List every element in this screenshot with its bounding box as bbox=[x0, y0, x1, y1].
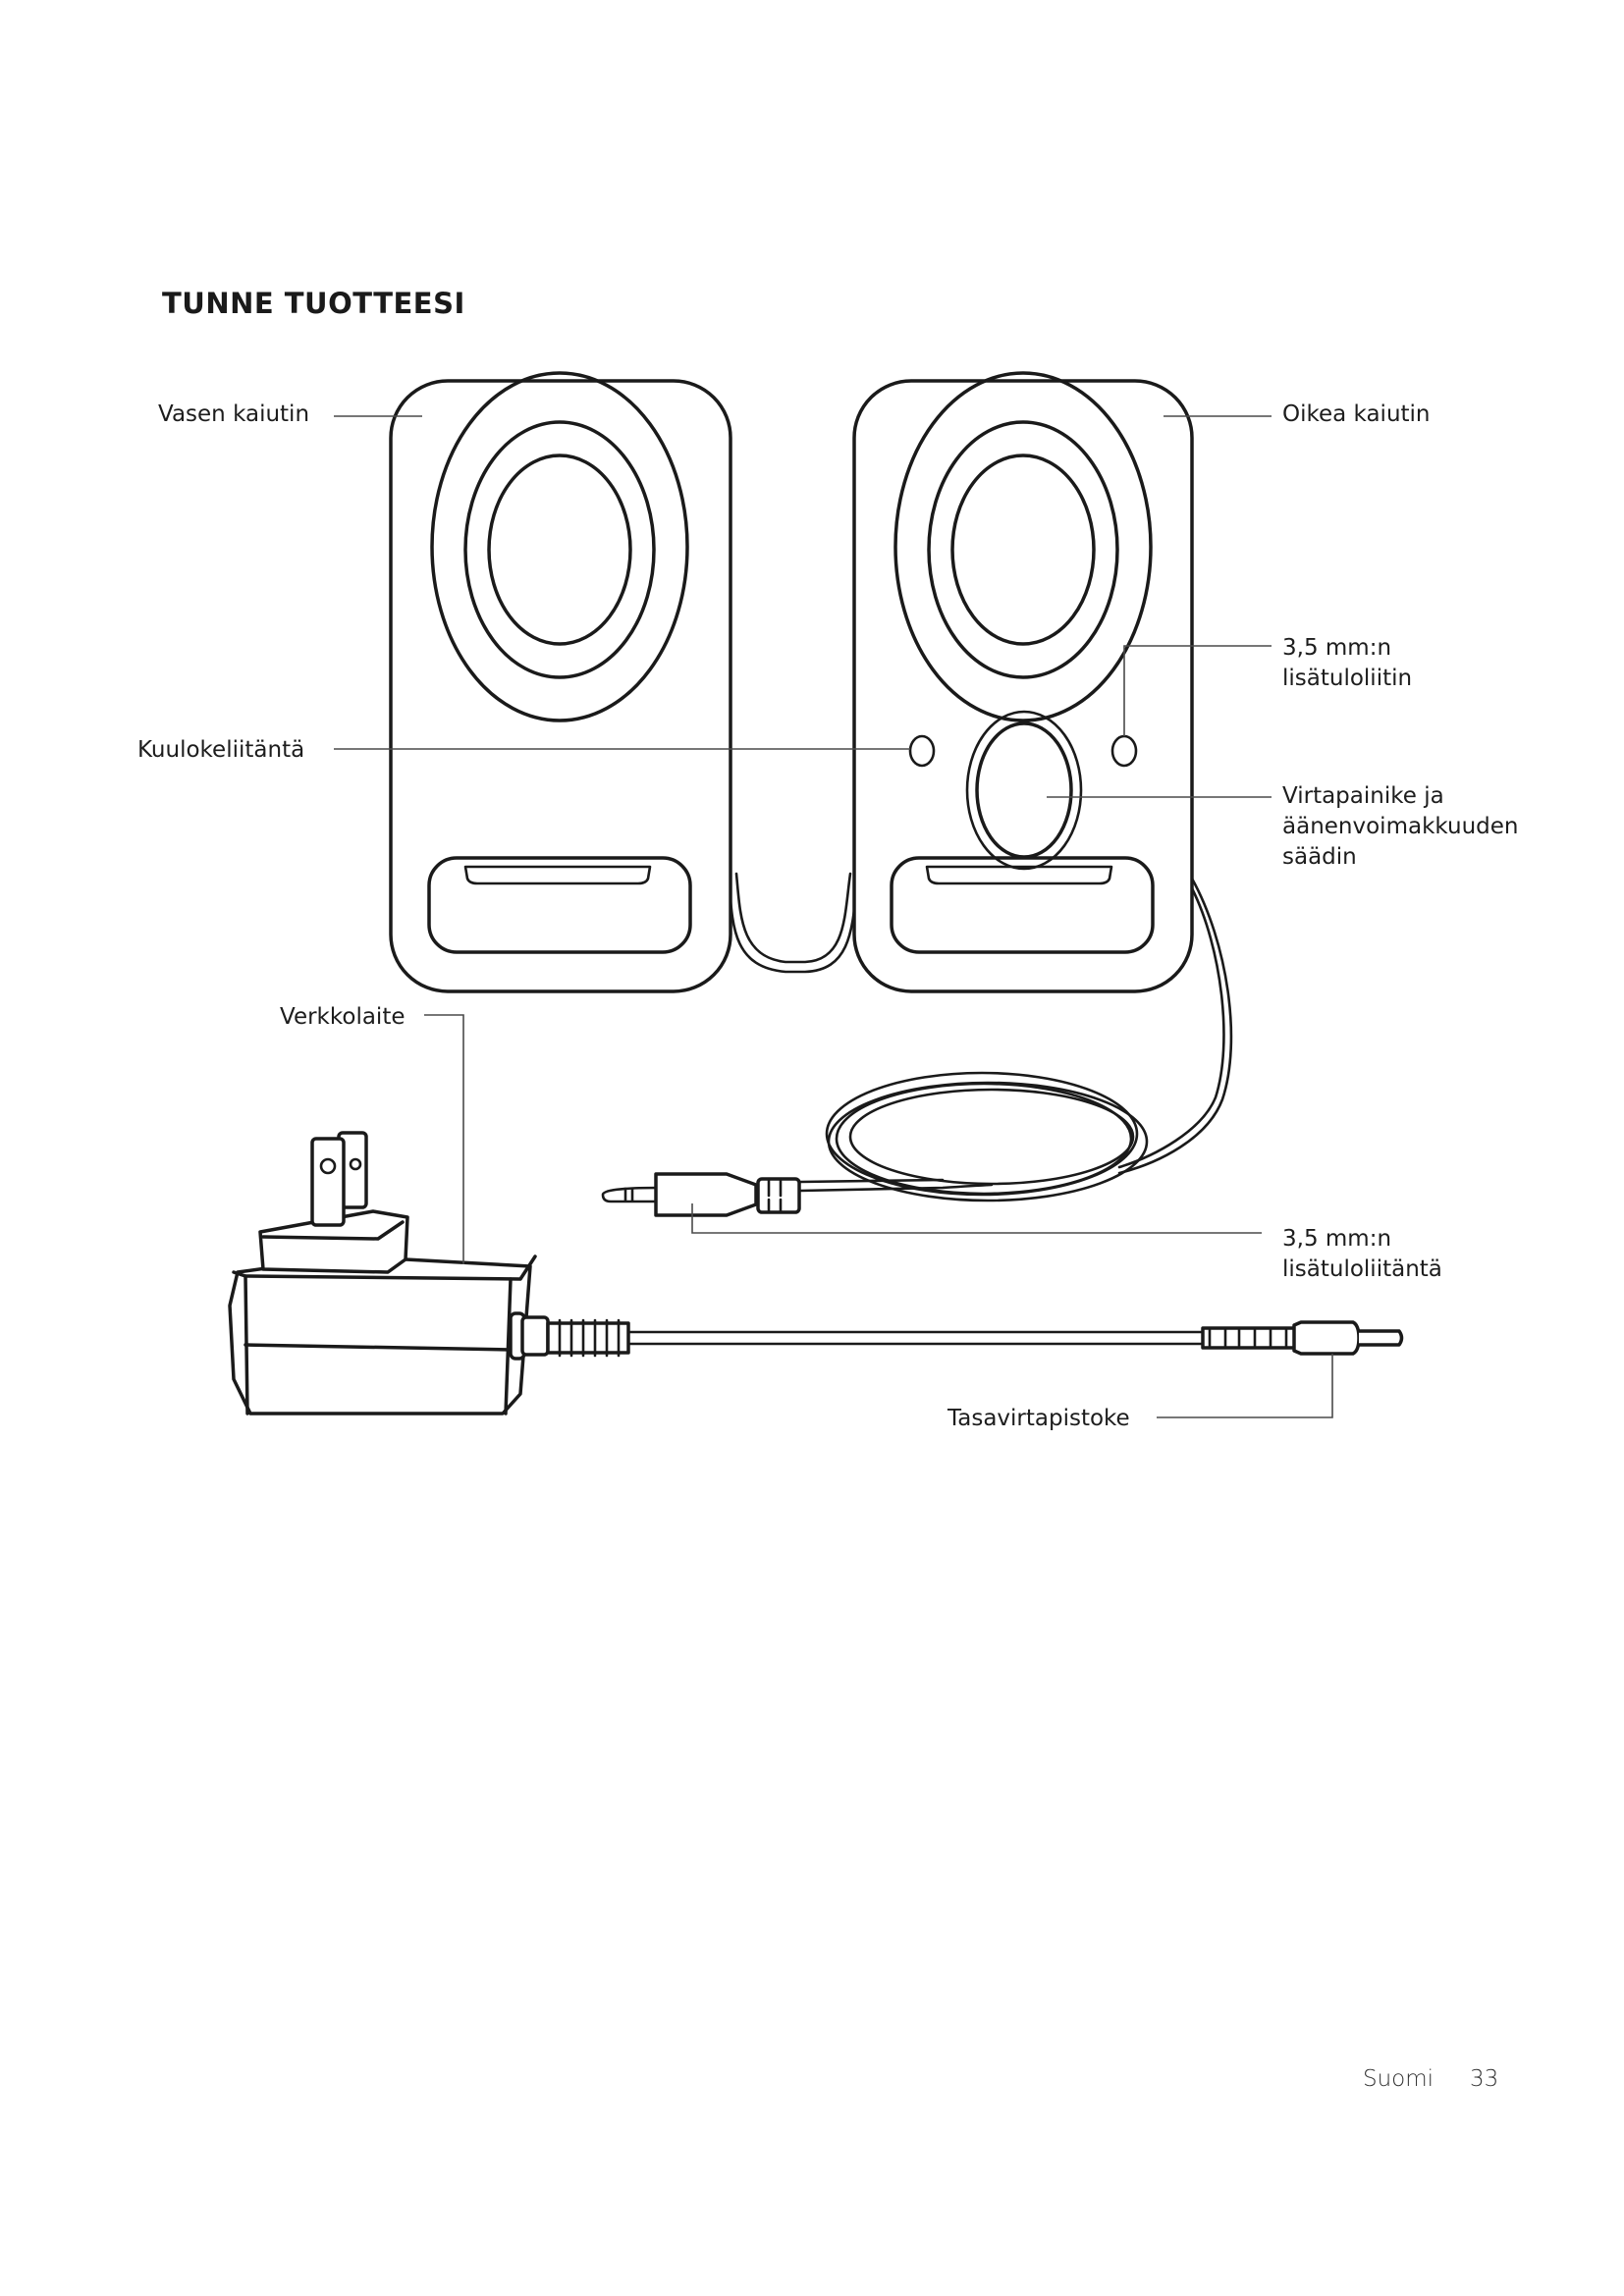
audio-cable bbox=[798, 877, 1233, 1202]
left-speaker-driver bbox=[487, 454, 632, 646]
label-right-speaker: Oikea kaiutin bbox=[1282, 401, 1431, 427]
label-aux-input-plug: 3,5 mm:n lisätuloliitäntä bbox=[1282, 1226, 1442, 1282]
plug-prong-front bbox=[310, 1137, 346, 1227]
label-power-volume-knob: Virtapainike ja äänenvoimakkuuden säädin bbox=[1282, 783, 1519, 870]
label-aux-input-port: 3,5 mm:n lisätuloliitin bbox=[1282, 635, 1413, 691]
left-speaker-outer-ring bbox=[430, 371, 689, 722]
power-adapter bbox=[228, 1131, 537, 1415]
leader-power-adapter bbox=[424, 1014, 464, 1264]
right-speaker-outer-ring bbox=[893, 371, 1153, 722]
footer-language: Suomi bbox=[1363, 2066, 1435, 2092]
headphone-jack-port bbox=[908, 734, 936, 768]
dc-cable bbox=[509, 1311, 1205, 1361]
power-volume-knob-outer bbox=[965, 710, 1083, 871]
inter-speaker-cable bbox=[727, 872, 860, 974]
section-title: TUNNE TUOTTEESI bbox=[162, 287, 465, 320]
leader-aux-input-plug bbox=[691, 1203, 1262, 1234]
right-speaker-middle-ring bbox=[927, 420, 1119, 679]
leader-aux-input-port bbox=[1123, 645, 1272, 736]
left-speaker-base-slot bbox=[427, 856, 692, 954]
leader-lines bbox=[334, 415, 1333, 1418]
leader-dc-plug bbox=[1157, 1354, 1333, 1418]
left-speaker bbox=[389, 371, 732, 993]
label-power-adapter: Verkkolaite bbox=[280, 1004, 406, 1030]
right-speaker-driver bbox=[950, 454, 1096, 646]
label-headphone-jack: Kuulokeliitäntä bbox=[137, 737, 305, 763]
dc-plug bbox=[1201, 1320, 1404, 1356]
page-number: 33 bbox=[1470, 2066, 1499, 2092]
label-left-speaker: Vasen kaiutin bbox=[158, 401, 310, 427]
right-speaker-base-slot bbox=[890, 856, 1155, 954]
label-dc-plug: Tasavirtapistoke bbox=[947, 1406, 1130, 1431]
right-speaker bbox=[852, 371, 1194, 993]
aux-input-plug bbox=[601, 1172, 801, 1217]
left-speaker-middle-ring bbox=[463, 420, 656, 679]
